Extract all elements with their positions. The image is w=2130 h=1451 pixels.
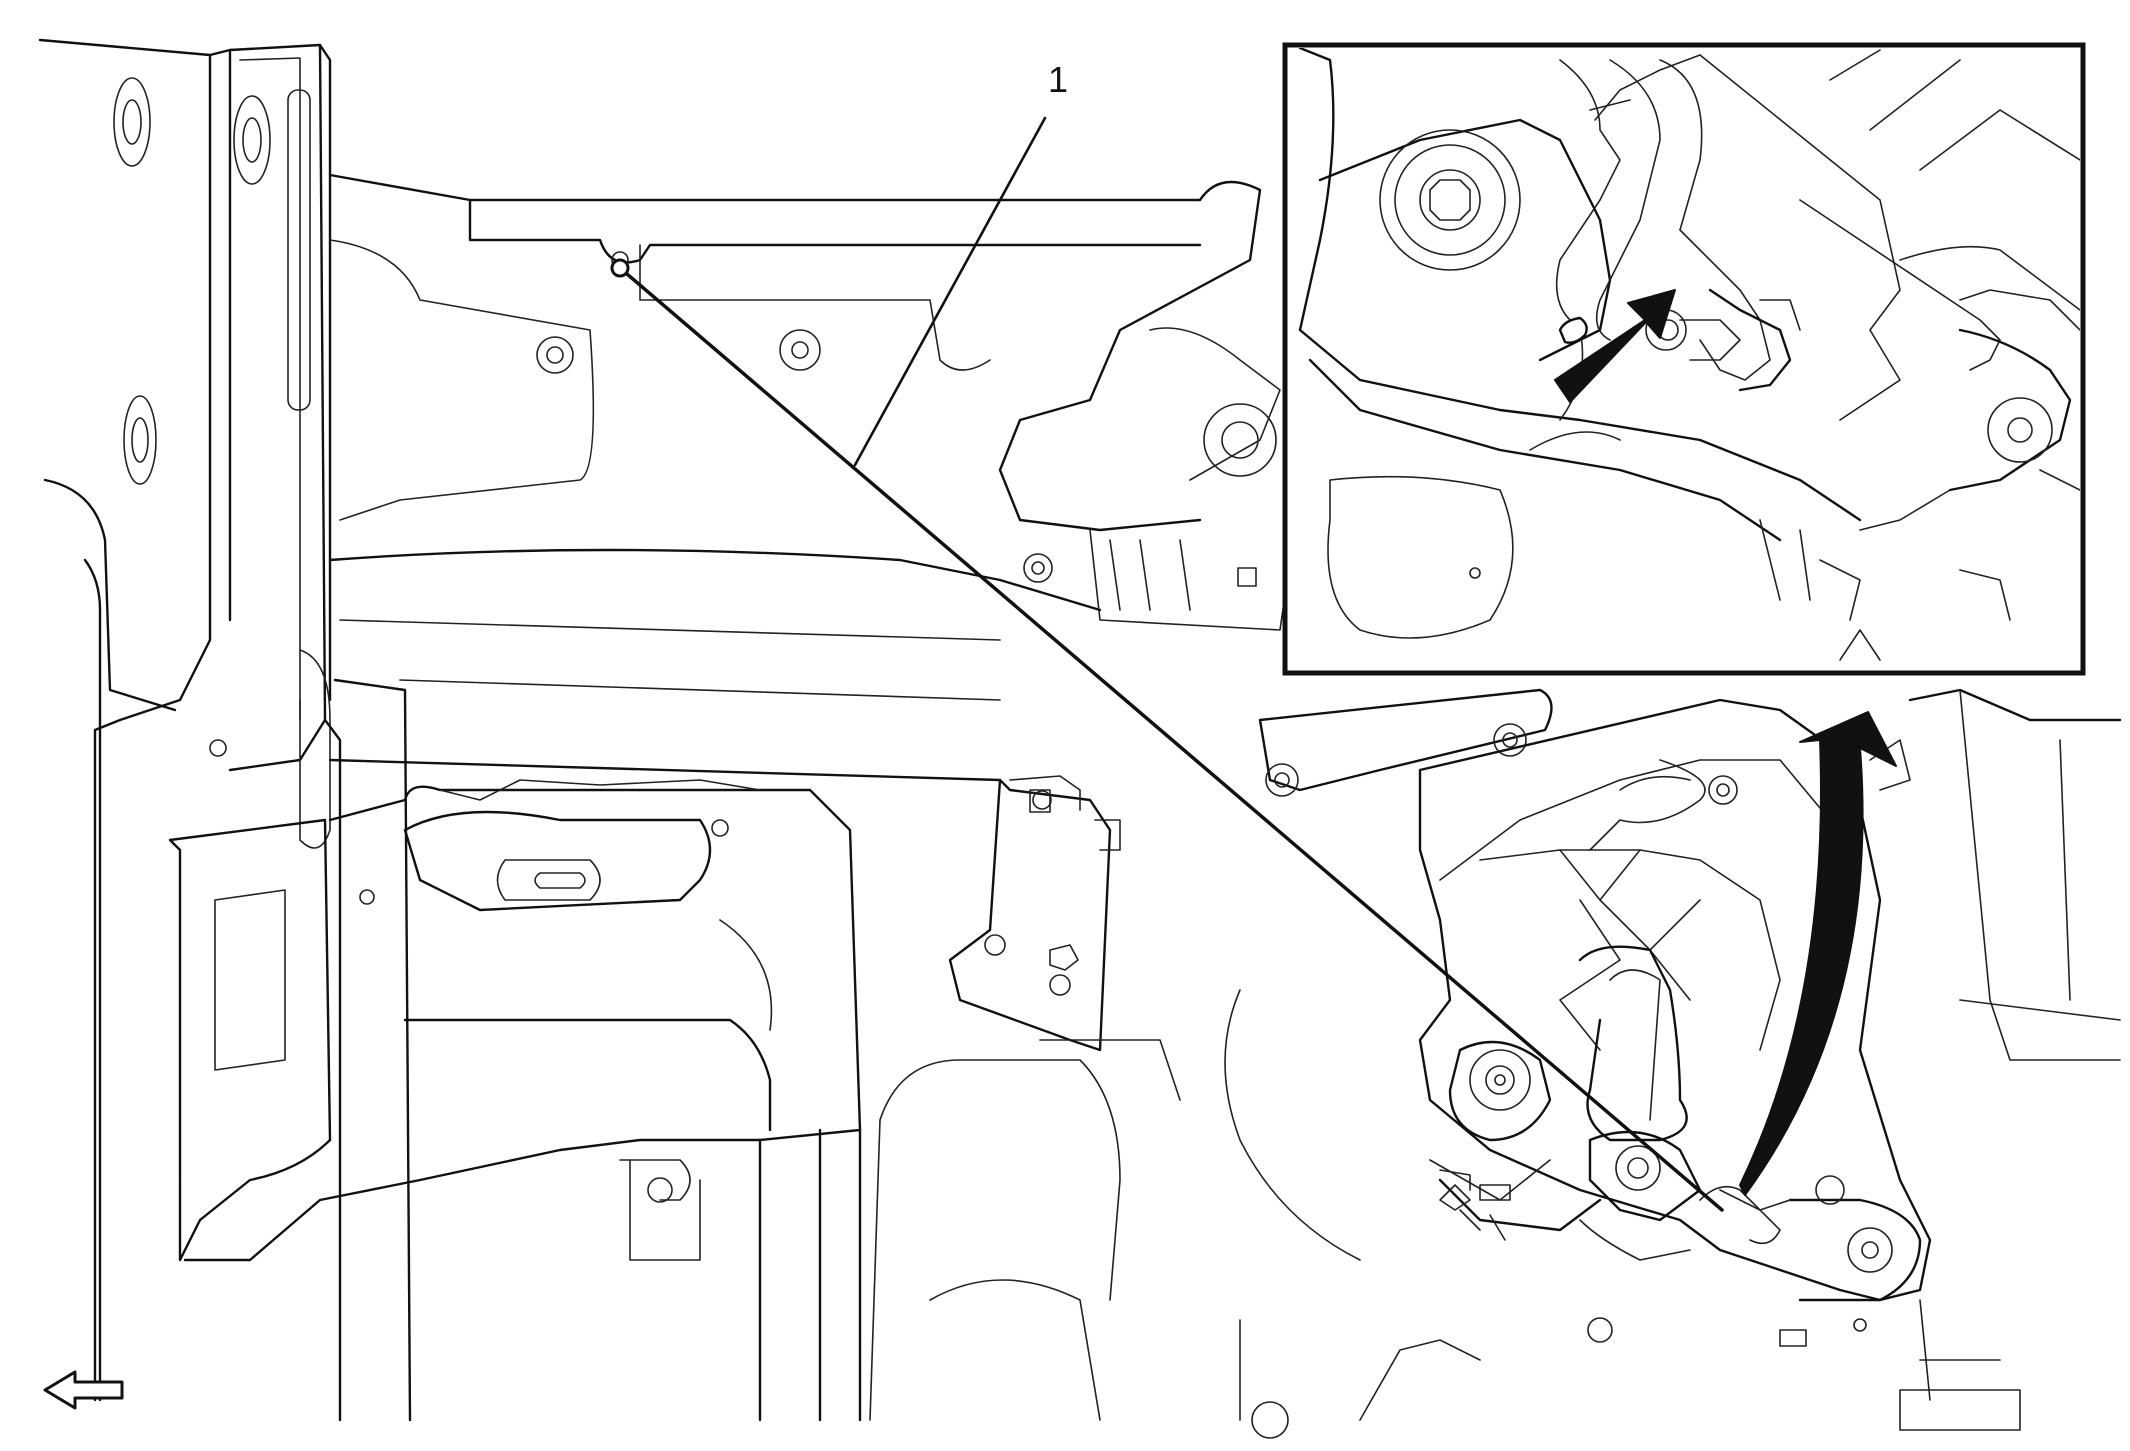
leader-origin-dot	[610, 258, 630, 278]
left-body-panel	[38, 38, 412, 1422]
clip-bracket	[948, 775, 1121, 1052]
callout-1: 1	[610, 59, 1724, 1212]
pedal-assembly	[998, 180, 1932, 1347]
arrow-left-outline-icon	[43, 1370, 124, 1410]
right-edge-panel	[1908, 688, 2122, 1401]
arrow-solid-icon	[1554, 289, 1676, 403]
leader-line	[618, 266, 1724, 1212]
cross-member	[328, 173, 1202, 782]
inset-detail	[1282, 42, 2086, 676]
callout-leader	[853, 116, 1047, 467]
curved-arrow-icon	[1739, 711, 1897, 1196]
center-bracket	[168, 779, 862, 1422]
floor-panel	[869, 989, 2021, 1439]
callout-number: 1	[1048, 59, 1068, 100]
inset-frame	[1282, 42, 2086, 676]
